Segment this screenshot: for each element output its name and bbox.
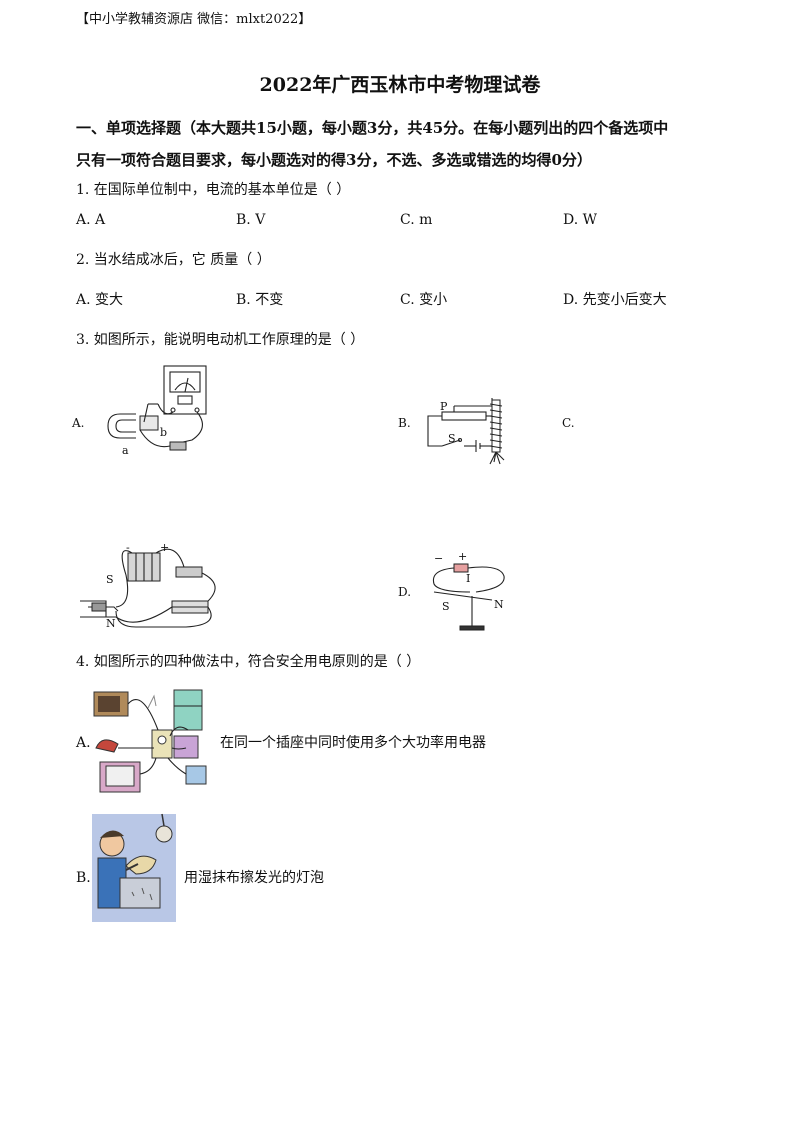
question-2-option-b: B. 不变 (236, 292, 284, 308)
question-1-option-a: A. A (76, 212, 106, 228)
figure-c-label-minus: - (126, 541, 130, 554)
question-4-option-b-text: 用湿抹布擦发光的灯泡 (184, 870, 324, 886)
question-3-figure-d: − + I S N (432, 550, 505, 631)
figure-a-label-b: b (160, 426, 167, 439)
question-3-figure-a: a b (107, 365, 207, 457)
question-2-option-d: D. 先变小后变大 (563, 292, 667, 308)
question-2-stem: 2. 当水结成冰后，它 质量（ ） (76, 252, 271, 268)
figure-c-label-n: N (106, 617, 116, 630)
figure-c-label-plus: + (160, 541, 169, 554)
figure-b-label-p: P (440, 400, 448, 413)
question-4-stem: 4. 如图所示的四种做法中，符合安全用电原则的是（ ） (76, 654, 421, 670)
question-1-option-b: B. V (236, 212, 266, 228)
figure-d-label-i: I (466, 572, 470, 585)
question-3-figure-c: S N - + (80, 541, 216, 630)
figure-b-label-s: S (448, 432, 456, 445)
question-4-option-a-letter: A. (76, 735, 91, 751)
question-3-option-c-letter: C. (562, 416, 575, 430)
question-3-option-b-letter: B. (398, 416, 411, 430)
question-4-option-b-letter: B. (76, 870, 91, 886)
section-instruction-line-2: 只有一项符合题目要求，每小题选对的得3分，不选、多选或错选的均得0分） (76, 151, 592, 169)
figure-d-label-plus: + (458, 550, 467, 563)
figure-c-label-s: S (106, 573, 114, 586)
question-3-option-a-letter: A. (72, 416, 85, 430)
question-1-stem: 1. 在国际单位制中，电流的基本单位是（ ） (76, 182, 351, 198)
section-instruction-line-1: 一、单项选择题（本大题共15小题，每小题3分，共45分。在每小题列出的四个备选项… (76, 119, 669, 137)
page-title: 2022年广西玉林市中考物理试卷 (259, 74, 541, 96)
question-2-option-c: C. 变小 (400, 292, 448, 308)
figure-d-label-minus: − (434, 552, 443, 565)
question-3-stem: 3. 如图所示，能说明电动机工作原理的是（ ） (76, 332, 365, 348)
question-4-figure-b (92, 813, 176, 922)
question-3-figure-b: P S (427, 398, 505, 465)
question-1-option-c: C. m (400, 212, 433, 228)
question-4-figure-a (93, 689, 207, 793)
figure-a-label-a: a (122, 444, 129, 457)
question-2-option-a: A. 变大 (76, 292, 124, 308)
question-3-option-d-letter: D. (398, 585, 412, 599)
figure-d-label-n: N (494, 598, 504, 611)
page-header: 【中小学教辅资源店 微信：mlxt2022】 (76, 12, 312, 27)
figure-d-label-s: S (442, 600, 450, 613)
question-1-option-d: D. W (563, 212, 598, 228)
question-4-option-a-text: 在同一个插座中同时使用多个大功率用电器 (220, 735, 486, 751)
